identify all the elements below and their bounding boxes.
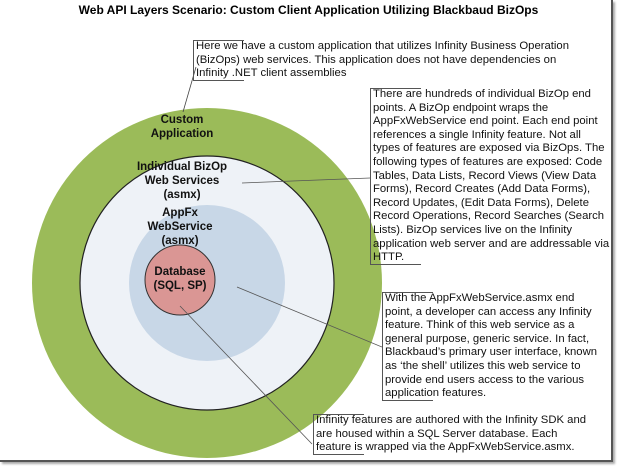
appfx-webservice-label: AppFx WebService (asmx) [147,207,213,247]
callout-appfx-webservice: With the AppFxWebService.asmx end point,… [382,292,610,401]
callout-bracket [382,292,433,401]
database-label: Database (SQL, SP) [153,266,207,292]
bizop-web-services-label: Individual BizOp Web Services (asmx) [136,161,228,201]
callout-database: Infinity features are authored with the … [313,414,611,455]
callout-bracket [313,414,364,455]
callout-bracket [193,40,244,81]
leader-line-appfx [236,286,383,348]
callout-custom-application: Here we have a custom application that u… [193,40,606,81]
leader-line-database [179,305,313,445]
custom-application-label: Custom Application [150,114,214,140]
callout-bizop-web-services: There are hundreds of individual BizOp e… [370,88,613,265]
leader-line-bizop [241,177,371,184]
diagram-title: Web API Layers Scenario: Custom Client A… [78,3,539,17]
callout-bracket [370,88,421,265]
database-core [144,244,216,316]
